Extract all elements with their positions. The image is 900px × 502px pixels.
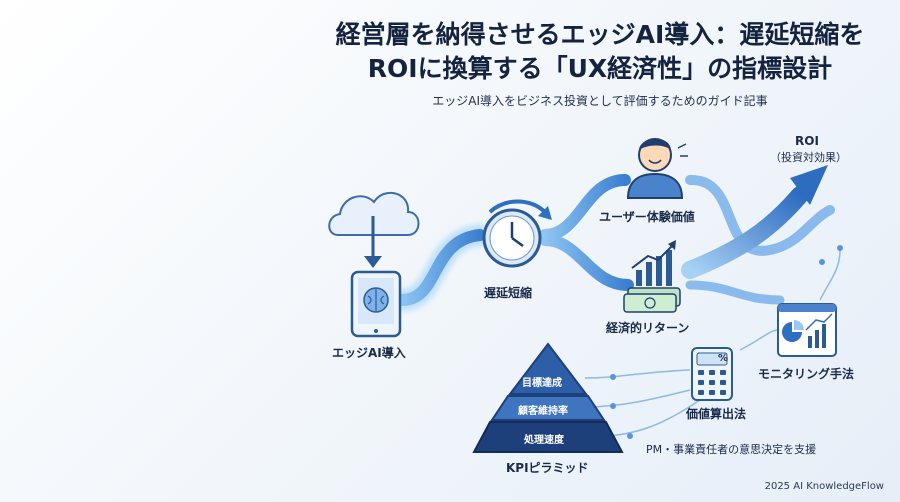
pyramid-level-retention: 顧客維持率 (518, 406, 568, 417)
down-arrow-icon (364, 216, 382, 268)
monitoring-dashboard-icon (777, 303, 837, 357)
label-edge-ai: エッジAI導入 (332, 346, 406, 360)
pyramid-level-goal: 目標達成 (522, 378, 562, 389)
label-roi-sub: （投資対効果） (770, 151, 847, 164)
pyramid-top (507, 342, 589, 395)
page-title: 経営層を納得させるエッジAI導入：遅延短縮を ROIに換算する「UX経済性」の指… (300, 18, 900, 86)
calculator-percent-key: % (718, 353, 729, 364)
label-latency: 遅延短縮 (484, 286, 533, 300)
footer-credit: 2025 AI KnowledgeFlow (764, 481, 884, 492)
label-roi: ROI (795, 134, 819, 148)
pyramid-middle (490, 395, 606, 421)
label-valuation: 価値算出法 (686, 407, 747, 421)
pyramid-level-speed: 処理速度 (524, 435, 564, 446)
user-avatar-icon (626, 138, 688, 199)
subtitle: エッジAI導入をビジネス投資として評価するためのガイド記事 (432, 94, 768, 108)
flow-ribbon-to-economic (539, 234, 634, 291)
label-kpi-pyramid: KPIピラミッド (506, 461, 589, 475)
title-line-2: ROIに換算する「UX経済性」の指標設計 (367, 54, 833, 83)
label-economic-return: 経済的リターン (606, 321, 690, 335)
flow-ribbon-to-ux (539, 174, 631, 241)
cloud-icon (328, 192, 420, 236)
flow-ribbon-economic-to-roi (685, 280, 785, 305)
money-chart-icon (623, 240, 681, 313)
tablet-brain-icon (350, 270, 402, 338)
label-monitoring: モニタリング手法 (758, 367, 855, 381)
label-ux-value: ユーザー体験価値 (599, 210, 695, 224)
clock-icon (482, 199, 552, 268)
support-text: PM・事業責任者の意思決定を支援 (646, 443, 817, 456)
flow-ribbon-ux-to-roi (685, 174, 835, 256)
pyramid-bottom (472, 421, 624, 453)
title-line-1: 経営層を納得させるエッジAI導入：遅延短縮を (335, 20, 865, 49)
roi-rising-arrow (681, 186, 809, 279)
calculator-icon (691, 347, 733, 401)
kpi-pyramid (472, 342, 624, 453)
